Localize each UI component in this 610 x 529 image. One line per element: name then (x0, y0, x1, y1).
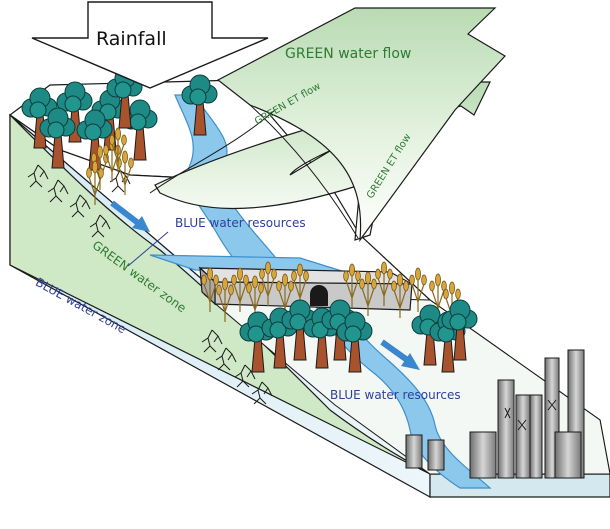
blue-arrow-upper (110, 200, 150, 232)
rainfall-arrow (31, 1, 269, 89)
green-water-flow-head (216, 7, 506, 243)
green-water-flow-label: GREEN water flow (285, 46, 412, 62)
blue-water-resources-label-1: BLUE water resources (175, 216, 306, 230)
rainfall-label: Rainfall (96, 28, 167, 50)
blue-water-resources-label-2: BLUE water resources (330, 388, 461, 402)
blue-arrow-lower (380, 339, 420, 370)
blue-label-leader (127, 231, 169, 267)
industry (405, 349, 585, 479)
